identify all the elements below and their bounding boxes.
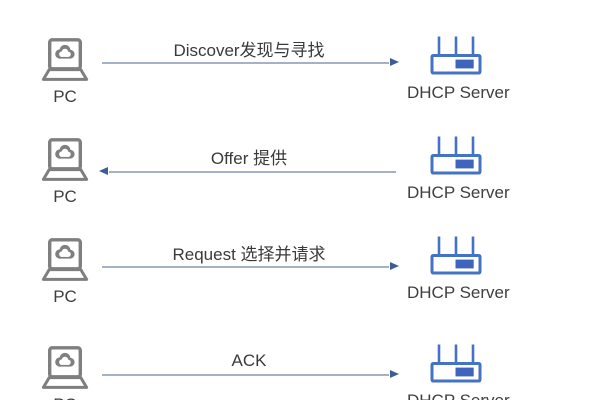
pc-label: PC bbox=[53, 87, 77, 106]
pc-label: PC bbox=[53, 187, 77, 206]
dhcp-server-icon bbox=[430, 135, 481, 175]
message-channel: ACK bbox=[100, 336, 399, 400]
pc-label: PC bbox=[53, 287, 77, 306]
pc-node: PC bbox=[36, 138, 94, 207]
dhcp-server-node: DHCP Server bbox=[407, 135, 510, 203]
pc-node: PC bbox=[36, 238, 94, 307]
dhcp-step-row-request: PC Request 选择并请求 DHCP Server bbox=[0, 228, 600, 328]
dhcp-server-label: DHCP Server bbox=[407, 283, 510, 302]
arrowhead-icon bbox=[390, 58, 399, 67]
message-label: Offer 提供 bbox=[210, 149, 288, 168]
dhcp-step-row-offer: PC Offer 提供 DHCP Server bbox=[0, 128, 600, 228]
dhcp-server-node: DHCP Server bbox=[407, 343, 510, 400]
pc-node: PC bbox=[36, 346, 94, 400]
dhcp-server-node: DHCP Server bbox=[407, 35, 510, 103]
dhcp-server-label: DHCP Server bbox=[407, 83, 510, 102]
dhcp-server-icon bbox=[430, 35, 481, 75]
pc-node: PC bbox=[36, 38, 94, 107]
message-label: Request 选择并请求 bbox=[172, 245, 326, 264]
pc-label: PC bbox=[36, 395, 94, 400]
message-channel: Request 选择并请求 bbox=[100, 228, 399, 328]
dhcp-server-icon bbox=[430, 343, 481, 383]
message-channel: Discover发现与寻找 bbox=[100, 28, 399, 128]
dhcp-step-row-ack: PC ACK DHCP Server bbox=[0, 336, 600, 400]
pc-icon bbox=[41, 38, 89, 82]
arrow-line bbox=[102, 62, 389, 64]
pc-icon bbox=[41, 238, 89, 282]
dhcp-server-icon bbox=[430, 235, 481, 275]
arrow-line bbox=[109, 171, 396, 173]
pc-icon bbox=[41, 138, 89, 182]
arrowhead-icon bbox=[390, 262, 399, 271]
message-label: ACK bbox=[231, 351, 267, 370]
dhcp-server-label: DHCP Server bbox=[407, 183, 510, 202]
arrowhead-icon bbox=[390, 370, 399, 379]
arrow-line bbox=[102, 374, 389, 376]
message-channel: Offer 提供 bbox=[99, 128, 398, 228]
dhcp-server-node: DHCP Server bbox=[407, 235, 510, 303]
pc-icon bbox=[41, 346, 89, 390]
dhcp-server-label: DHCP Server bbox=[407, 391, 510, 400]
arrow-line bbox=[102, 266, 389, 268]
message-label: Discover发现与寻找 bbox=[173, 41, 325, 60]
arrowhead-icon bbox=[99, 167, 108, 176]
dhcp-step-row-discover: PC Discover发现与寻找 DHCP Server bbox=[0, 28, 600, 128]
